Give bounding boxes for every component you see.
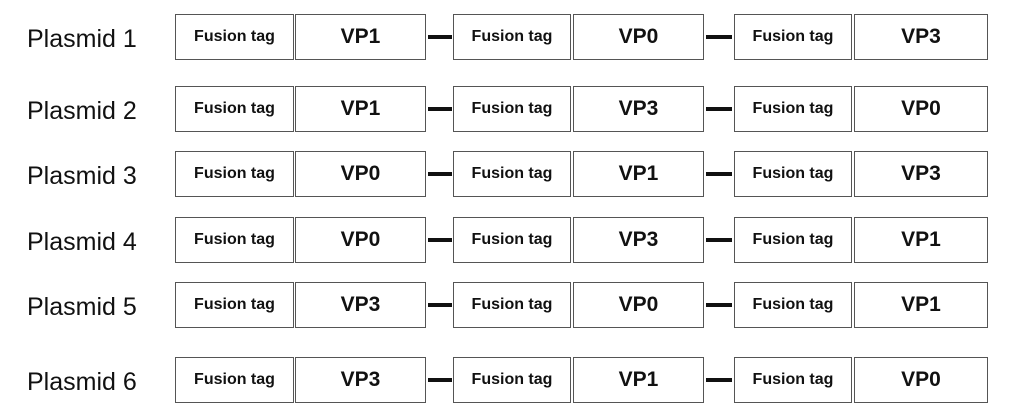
vp-box: VP1 [854, 282, 988, 328]
vp-box: VP1 [854, 217, 988, 263]
vp-box: VP3 [295, 282, 426, 328]
linker-connector [428, 303, 452, 307]
vp-box: VP3 [295, 357, 426, 403]
fusion-tag-box: Fusion tag [453, 86, 571, 132]
vp-box: VP0 [573, 14, 704, 60]
fusion-tag-box: Fusion tag [175, 14, 294, 60]
vp-box: VP1 [573, 151, 704, 197]
fusion-tag-box: Fusion tag [453, 14, 571, 60]
vp-box: VP0 [295, 217, 426, 263]
fusion-tag-box: Fusion tag [453, 357, 571, 403]
fusion-tag-box: Fusion tag [734, 217, 852, 263]
linker-connector [428, 378, 452, 382]
fusion-tag-box: Fusion tag [453, 217, 571, 263]
fusion-tag-box: Fusion tag [734, 14, 852, 60]
linker-connector [706, 378, 732, 382]
vp-box: VP3 [573, 217, 704, 263]
linker-connector [428, 107, 452, 111]
linker-connector [706, 172, 732, 176]
vp-box: VP0 [854, 86, 988, 132]
linker-connector [706, 35, 732, 39]
fusion-tag-box: Fusion tag [175, 357, 294, 403]
fusion-tag-box: Fusion tag [734, 282, 852, 328]
plasmid-label: Plasmid 4 [27, 228, 137, 256]
plasmid-label: Plasmid 2 [27, 97, 137, 125]
fusion-tag-box: Fusion tag [453, 151, 571, 197]
fusion-tag-box: Fusion tag [175, 282, 294, 328]
vp-box: VP0 [295, 151, 426, 197]
vp-box: VP1 [295, 86, 426, 132]
linker-connector [706, 303, 732, 307]
fusion-tag-box: Fusion tag [175, 151, 294, 197]
vp-box: VP3 [854, 151, 988, 197]
fusion-tag-box: Fusion tag [175, 217, 294, 263]
plasmid-label: Plasmid 1 [27, 25, 137, 53]
linker-connector [706, 107, 732, 111]
plasmid-label: Plasmid 3 [27, 162, 137, 190]
fusion-tag-box: Fusion tag [453, 282, 571, 328]
linker-connector [706, 238, 732, 242]
vp-box: VP1 [295, 14, 426, 60]
vp-box: VP1 [573, 357, 704, 403]
vp-box: VP0 [573, 282, 704, 328]
plasmid-label: Plasmid 6 [27, 368, 137, 396]
linker-connector [428, 35, 452, 39]
vp-box: VP3 [854, 14, 988, 60]
linker-connector [428, 172, 452, 176]
vp-box: VP3 [573, 86, 704, 132]
fusion-tag-box: Fusion tag [734, 357, 852, 403]
fusion-tag-box: Fusion tag [734, 86, 852, 132]
plasmid-label: Plasmid 5 [27, 293, 137, 321]
fusion-tag-box: Fusion tag [734, 151, 852, 197]
vp-box: VP0 [854, 357, 988, 403]
fusion-tag-box: Fusion tag [175, 86, 294, 132]
linker-connector [428, 238, 452, 242]
